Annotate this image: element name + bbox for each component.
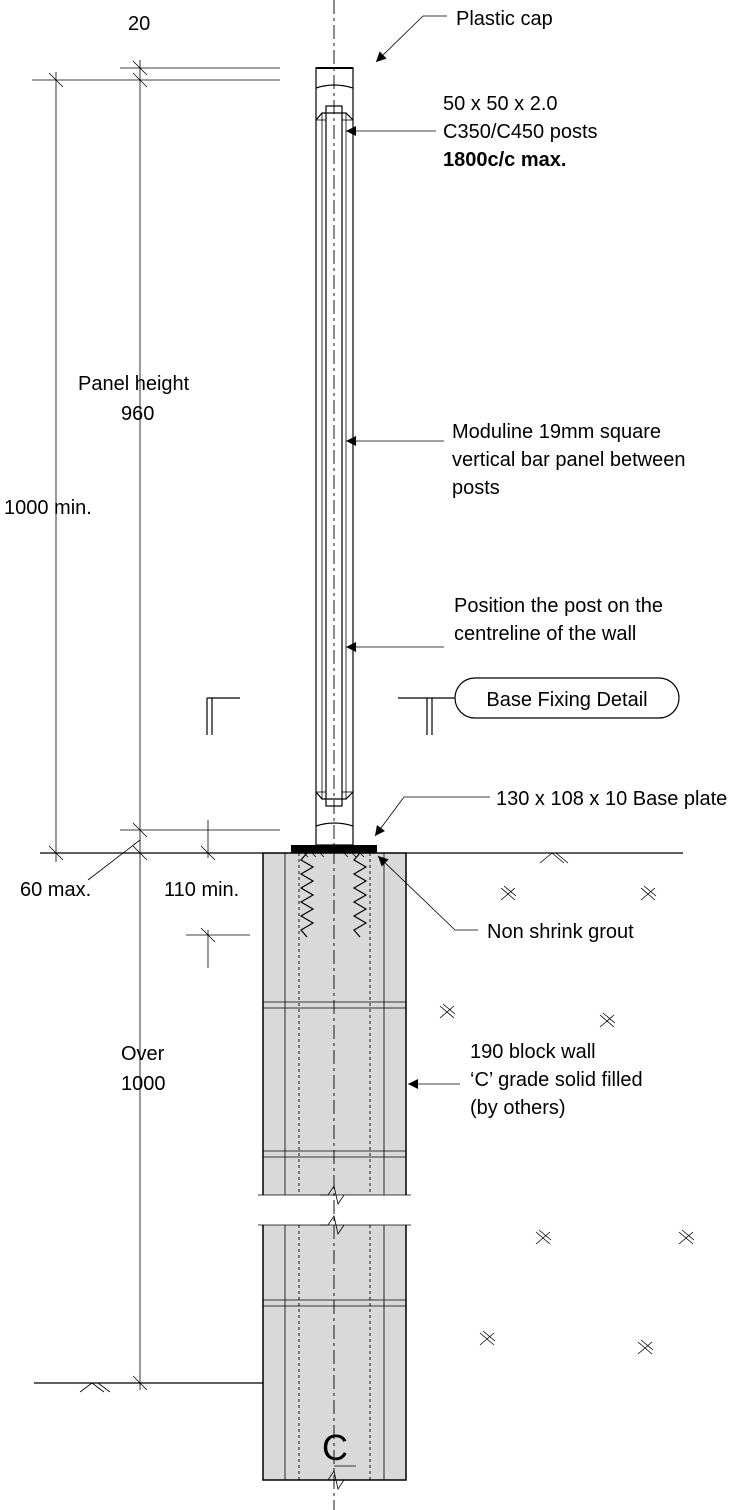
- embed-depth-dimension: 110 min.: [164, 879, 239, 901]
- anchor-bolt-left: [299, 852, 315, 938]
- ground-line-lower: [34, 1382, 263, 1393]
- post-size-label: 50 x 50 x 2.0: [443, 93, 558, 115]
- overall-height-dimension: 1000 min.: [4, 497, 92, 519]
- anchor-bolt-right: [352, 852, 368, 938]
- vertical-bar-panel: [315, 105, 354, 807]
- dimension-lines: [32, 60, 280, 1391]
- section-marker-right: [398, 697, 455, 735]
- bottom-gap-dimension: 60 max.: [20, 879, 91, 901]
- post-spacing-label: 1800c/c max.: [443, 149, 566, 171]
- panel-description-line2: vertical bar panel between: [452, 449, 685, 471]
- panel-height-label: Panel height: [78, 373, 190, 395]
- base-plate-label: 130 x 108 x 10 Base plate: [496, 788, 727, 810]
- soil-symbols: [439, 885, 695, 1355]
- centreline-symbol-icon: C: [322, 1427, 356, 1468]
- position-note-line2: centreline of the wall: [454, 623, 636, 645]
- soil-hatch-icon: [637, 1339, 654, 1355]
- panel-description-line1: Moduline 19mm square: [452, 421, 661, 443]
- wall-description-line3: (by others): [470, 1097, 566, 1119]
- ground-hatch-icon: [539, 852, 569, 864]
- centreline-symbol: C: [322, 1427, 348, 1468]
- wall-height-value: 1000: [121, 1073, 166, 1095]
- position-note-line1: Position the post on the: [454, 595, 663, 617]
- ground-line-upper: [40, 852, 683, 864]
- soil-hatch-icon: [535, 1229, 552, 1245]
- soil-hatch-icon: [500, 885, 517, 901]
- block-wall: [258, 852, 411, 1491]
- panel-description-line3: posts: [452, 477, 500, 499]
- soil-hatch-icon: [479, 1330, 496, 1346]
- section-marker-left: [206, 697, 240, 735]
- base-fixing-detail-text: Base Fixing Detail: [486, 689, 647, 711]
- grout-label: Non shrink grout: [487, 921, 634, 943]
- cap-gap-dimension: 20: [128, 13, 150, 35]
- base-fixing-detail-label: Base Fixing Detail: [454, 677, 680, 719]
- post-grade-label: C350/C450 posts: [443, 121, 598, 143]
- plastic-cap-label: Plastic cap: [456, 8, 553, 30]
- wall-height-label: Over: [121, 1043, 165, 1065]
- plastic-cap: [315, 67, 354, 89]
- leader-arrows: [346, 15, 490, 1089]
- wall-description-line2: ‘C’ grade solid filled: [470, 1069, 643, 1091]
- soil-hatch-icon: [640, 885, 657, 901]
- grout: [303, 852, 365, 858]
- post: [315, 67, 354, 846]
- wall-description-line1: 190 block wall: [470, 1041, 596, 1063]
- base-plate: [291, 845, 377, 853]
- soil-hatch-icon: [599, 1012, 616, 1028]
- soil-hatch-icon: [439, 1003, 456, 1019]
- panel-height-value: 960: [121, 403, 154, 425]
- soil-hatch-icon: [678, 1229, 695, 1245]
- ground-hatch-icon: [79, 1382, 111, 1393]
